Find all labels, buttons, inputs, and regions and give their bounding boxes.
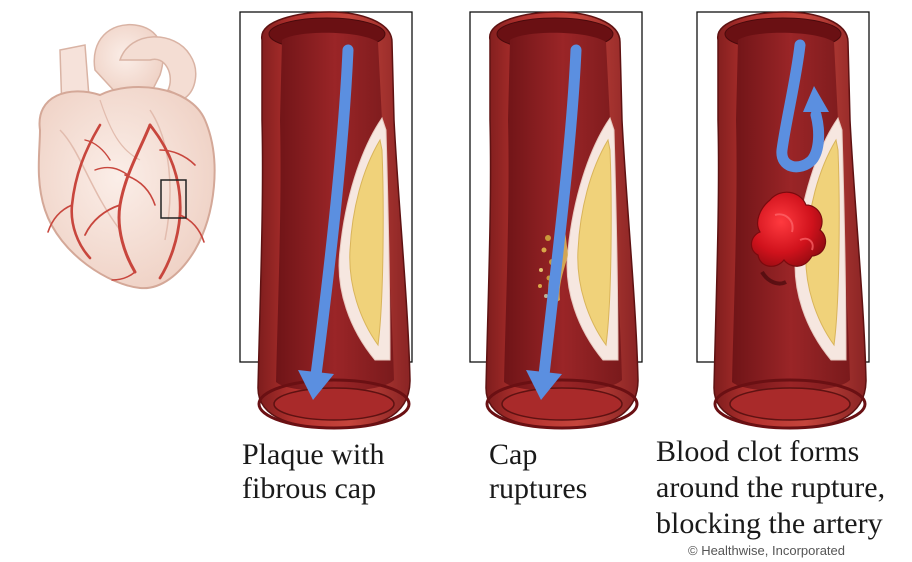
caption-line: Blood clot forms [656,434,885,470]
caption-line: ruptures [489,472,587,506]
caption-plaque: Plaque with fibrous cap [242,438,385,506]
panel-rupture [470,12,642,428]
caption-line: fibrous cap [242,472,385,506]
caption-line: blocking the artery [656,506,885,542]
caption-line: around the rupture, [656,470,885,506]
panel-clot [697,12,869,428]
panel-plaque [240,12,412,428]
copyright-notice: © Healthwise, Incorporated [688,543,845,558]
caption-line: Cap [489,438,587,472]
caption-line: Plaque with [242,438,385,472]
caption-clot: Blood clot forms around the rupture, blo… [656,434,885,542]
heart-illustration [39,25,215,289]
caption-rupture: Cap ruptures [489,438,587,506]
